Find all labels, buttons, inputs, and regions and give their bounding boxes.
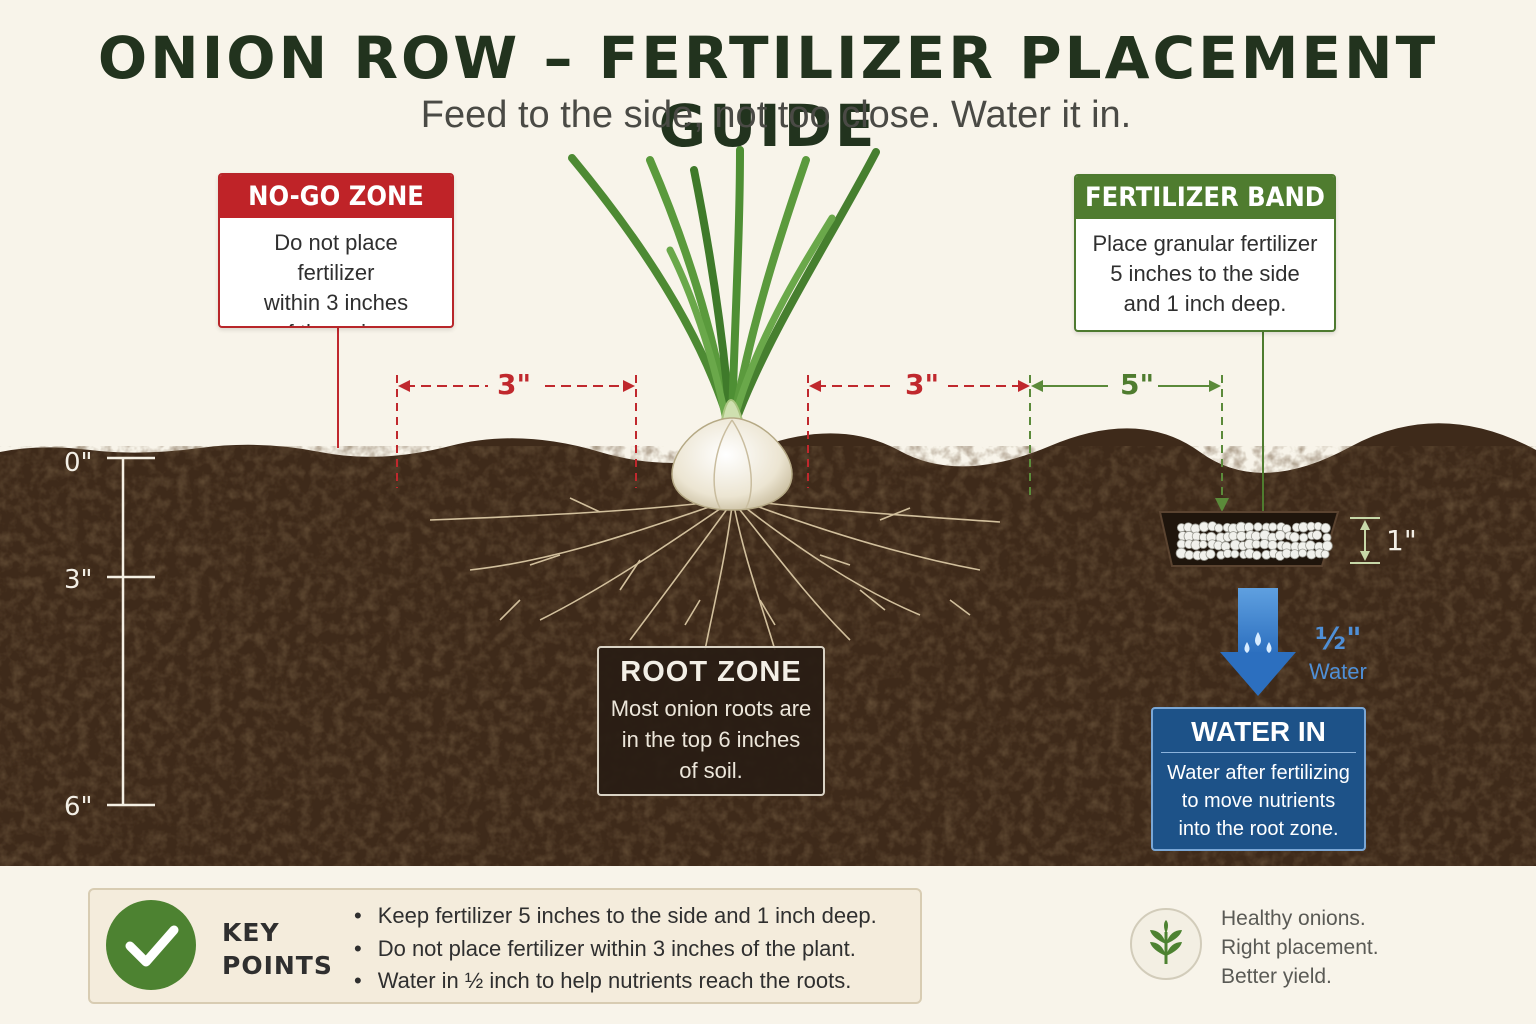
key-points-panel: KEY POINTS Keep fertilizer 5 inches to t…: [88, 888, 922, 1004]
root-zone-title: ROOT ZONE: [620, 656, 802, 688]
water-in-title: WATER IN: [1161, 709, 1356, 753]
fertilizer-granule: [1214, 523, 1224, 533]
right-gap-measure: [807, 375, 1030, 488]
fertilizer-granule: [1306, 549, 1317, 560]
nogo-zone-callout: NO-GO ZONE Do not place fertilizer withi…: [218, 173, 454, 328]
key-points-list: Keep fertilizer 5 inches to the side and…: [354, 900, 877, 998]
fertilizer-granule: [1253, 522, 1263, 532]
fertilizer-granule: [1267, 540, 1278, 551]
water-in-line: Water after fertilizing: [1167, 762, 1350, 784]
root-zone-line: of soil.: [679, 758, 743, 783]
fertilizer-band-line: Place granular fertilizer: [1092, 231, 1318, 256]
page-subtitle: Feed to the side, not too close. Water i…: [420, 94, 1132, 136]
band-offset-measure: [1029, 375, 1229, 512]
fertilizer-granule: [1312, 530, 1323, 541]
fertilizer-band-line: and 1 inch deep.: [1123, 291, 1287, 316]
band-depth-measure: [1350, 517, 1380, 564]
key-points-label-line: KEY: [222, 918, 280, 947]
fertilizer-granule: [1184, 550, 1195, 560]
fertilizer-granule: [1320, 549, 1330, 559]
onion-leaves: [568, 146, 880, 424]
fertilizer-granule: [1289, 549, 1300, 560]
fertilizer-granule: [1320, 522, 1331, 534]
water-amount-label: Water: [1309, 659, 1367, 684]
nogo-zone-line: Do not place fertilizer: [274, 230, 398, 285]
sprout-icon: [1130, 908, 1202, 980]
check-icon: [106, 900, 196, 990]
fertilizer-granule: [1205, 549, 1216, 560]
fertilizer-granule: [1305, 540, 1316, 551]
water-amount-value: ½": [1315, 622, 1362, 657]
key-points-label: KEY POINTS: [222, 916, 333, 982]
nogo-zone-line: of the onion.: [234, 318, 438, 326]
depth-label-6: 6": [64, 792, 93, 822]
fertilizer-granule: [1298, 532, 1309, 543]
fertilizer-granule: [1274, 530, 1286, 541]
band-depth-label: 1": [1386, 524, 1417, 557]
water-in-line: into the root zone.: [1178, 818, 1339, 840]
fertilizer-band-title: FERTILIZER BAND: [1076, 176, 1334, 219]
fertilizer-granule: [1236, 530, 1247, 542]
root-zone-line: in the top 6 inches: [621, 727, 801, 752]
water-in-line: to move nutrients: [1181, 790, 1336, 812]
root-zone-line: Most onion roots are: [610, 696, 812, 721]
band-offset-label: 5": [1120, 368, 1155, 401]
depth-label-3: 3": [64, 565, 93, 595]
fertilizer-granule: [1198, 540, 1208, 549]
fertilizer-band: [1158, 511, 1340, 567]
left-gap-measure: [396, 375, 637, 488]
tagline-line: Healthy onions.: [1221, 907, 1366, 930]
fertilizer-granule: [1289, 531, 1300, 543]
right-gap-label: 3": [905, 368, 940, 401]
water-drop-icon: [1244, 632, 1272, 653]
depth-label-0: 0": [64, 448, 93, 478]
left-gap-label: 3": [497, 368, 532, 401]
fertilizer-granule: [1251, 539, 1261, 549]
nogo-zone-line: within 3 inches: [263, 290, 409, 315]
page-title: ONION ROW – FERTILIZER PLACEMENT GUIDE: [97, 24, 1439, 160]
fertilizer-granule: [1250, 530, 1262, 542]
fertilizer-granule: [1251, 550, 1262, 560]
key-point-item: Do not place fertilizer within 3 inches …: [354, 933, 877, 966]
root-zone-callout: ROOT ZONE Most onion roots are in the to…: [597, 646, 825, 796]
tagline-line: Better yield.: [1221, 965, 1332, 988]
fertilizer-band-callout: FERTILIZER BAND Place granular fertilize…: [1074, 174, 1336, 332]
nogo-zone-title: NO-GO ZONE: [220, 175, 452, 218]
water-in-callout: WATER IN Water after fertilizing to move…: [1151, 707, 1366, 851]
tagline-line: Right placement.: [1221, 936, 1379, 959]
depth-scale: [107, 456, 155, 807]
fertilizer-band-line: 5 inches to the side: [1110, 261, 1300, 286]
fertilizer-granule: [1321, 540, 1333, 552]
fertilizer-granule: [1268, 522, 1278, 532]
key-point-item: Water in ½ inch to help nutrients reach …: [354, 965, 877, 998]
key-point-item: Keep fertilizer 5 inches to the side and…: [354, 900, 877, 933]
fertilizer-granule: [1230, 549, 1240, 559]
fertilizer-granule: [1298, 548, 1308, 558]
onion-bulb: [671, 417, 793, 511]
fertilizer-granule: [1322, 532, 1332, 543]
key-points-label-line: POINTS: [222, 951, 333, 980]
tagline: Healthy onions. Right placement. Better …: [1221, 904, 1379, 991]
